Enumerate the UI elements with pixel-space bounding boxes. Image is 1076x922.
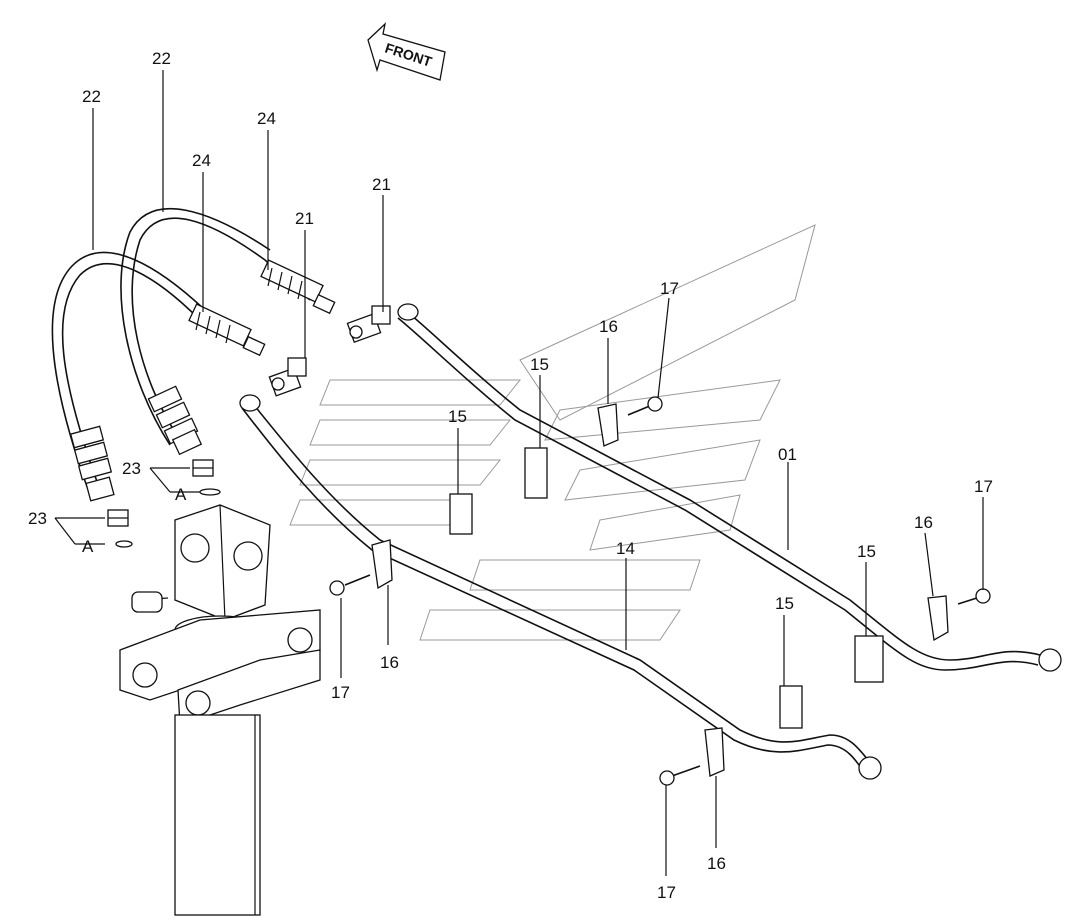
pipe-14 xyxy=(239,394,882,780)
clamp-15-a xyxy=(449,493,473,535)
callout-17-d: 17 xyxy=(657,883,676,902)
callout-15-d: 15 xyxy=(775,594,794,613)
bracket-16-d xyxy=(704,727,725,777)
callout-22-lower: 22 xyxy=(82,87,101,106)
callout-01: 01 xyxy=(778,445,797,464)
callout-23-lower: 23 xyxy=(28,509,47,528)
callout-16-d: 16 xyxy=(707,854,726,873)
bolt-17-d xyxy=(659,765,701,786)
leader-lines xyxy=(54,70,984,876)
elbow-21-lower xyxy=(268,357,307,397)
callout-15-a: 15 xyxy=(448,407,467,426)
front-direction-arrow: FRONT xyxy=(367,22,446,81)
clamp-15-d xyxy=(779,685,803,729)
adapter-23-upper xyxy=(192,459,214,477)
pipe-01 xyxy=(397,303,1062,672)
hose-22-assembly xyxy=(51,208,311,496)
bracket-16-b xyxy=(597,403,619,447)
bolt-17-a xyxy=(329,574,371,596)
bracket-16-a xyxy=(371,539,393,590)
callout-23-upper: 23 xyxy=(122,459,141,478)
ribbed-fitting-24-upper xyxy=(260,259,336,315)
clamp-15-c xyxy=(854,635,884,683)
callout-15-b: 15 xyxy=(530,355,549,374)
o-ring-upper xyxy=(199,488,221,496)
callout-16-a: 16 xyxy=(380,653,399,672)
bracket-16-c xyxy=(927,595,949,642)
callout-22-upper: 22 xyxy=(152,49,171,68)
callout-15-c: 15 xyxy=(857,542,876,561)
background-watermark xyxy=(289,224,816,641)
callout-21-upper: 21 xyxy=(372,175,391,194)
elbow-21-upper xyxy=(346,305,391,344)
callout-a-lower: A xyxy=(82,537,94,556)
callout-17-a: 17 xyxy=(331,683,350,702)
callout-a-upper: A xyxy=(175,485,187,504)
bolt-17-b xyxy=(627,396,663,416)
callout-21-lower: 21 xyxy=(295,209,314,228)
ribbed-fitting-24-lower xyxy=(188,303,266,357)
clamp-15-b xyxy=(524,447,548,499)
callout-16-b: 16 xyxy=(599,317,618,336)
callout-14: 14 xyxy=(616,539,635,558)
callout-17-c: 17 xyxy=(974,477,993,496)
hose-end-fittings xyxy=(69,385,203,502)
callout-16-c: 16 xyxy=(914,513,933,532)
callout-24-upper: 24 xyxy=(257,109,276,128)
callout-17-b: 17 xyxy=(660,279,679,298)
swivel-joint-block xyxy=(119,504,321,916)
adapter-23-lower xyxy=(107,509,129,527)
bolt-17-c xyxy=(957,588,991,605)
callout-24-lower: 24 xyxy=(192,151,211,170)
o-ring-lower xyxy=(115,540,133,548)
